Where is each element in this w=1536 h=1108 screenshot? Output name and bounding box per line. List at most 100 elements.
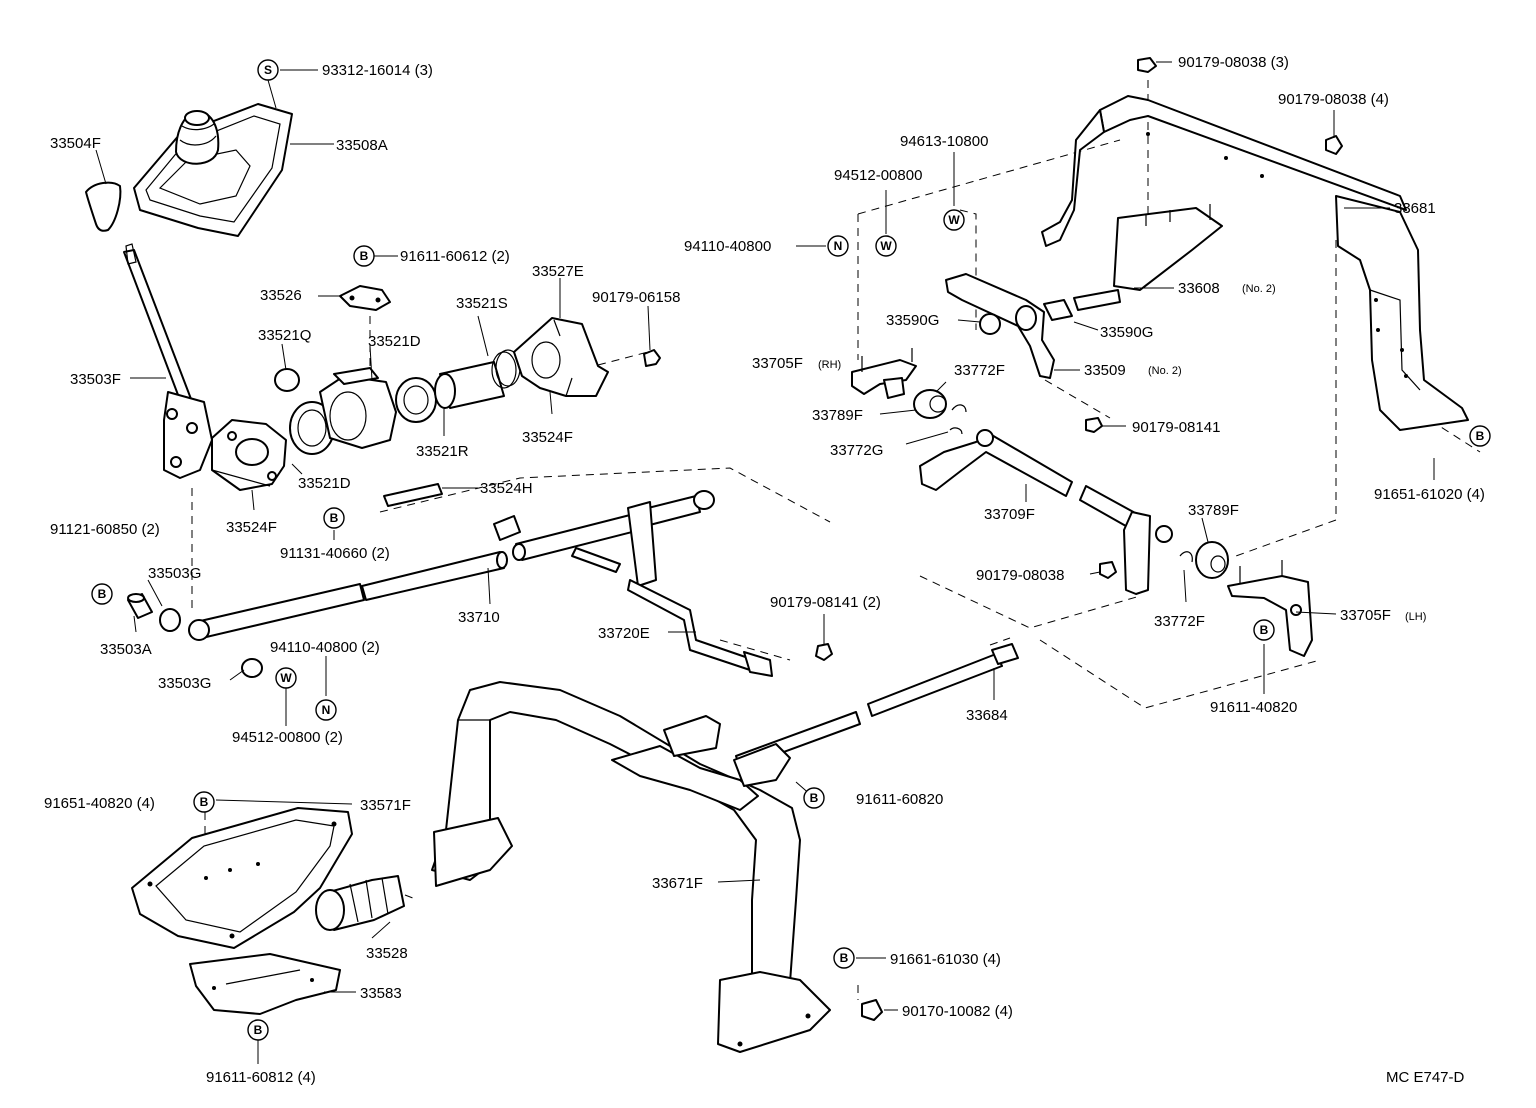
- label-33772G: 33772G: [830, 442, 883, 459]
- svg-text:B: B: [330, 511, 339, 525]
- label-33608-note: (No. 2): [1242, 283, 1276, 295]
- label-33509-note: (No. 2): [1148, 365, 1182, 377]
- shaft-33709F: [919, 429, 1173, 595]
- symbol-b-91611-60812: B: [247, 1019, 269, 1041]
- label-90179-08038: 90179-08038: [976, 567, 1064, 584]
- label-94110-40800: 94110-40800: [684, 238, 771, 255]
- label-33772F-top: 33772F: [954, 362, 1005, 379]
- svg-text:B: B: [200, 795, 209, 809]
- part-labels: 93312-16014 (3) 33508A 33504F 91611-6061…: [44, 54, 1485, 1086]
- symbol-b-91651-40820: B: [193, 791, 215, 813]
- bushing-33503G-bottom: [241, 658, 263, 678]
- label-90170: 90170-10082 (4): [902, 1003, 1013, 1020]
- bushing-33503G-top: [159, 608, 181, 632]
- label-91611-60612: 91611-60612 (2): [400, 248, 510, 265]
- label-33705F-rh-note: (RH): [818, 359, 841, 371]
- label-33509: 33509: [1084, 362, 1126, 379]
- svg-text:B: B: [254, 1023, 263, 1037]
- nut-90179-08038: [1099, 561, 1117, 579]
- label-33720E: 33720E: [598, 625, 650, 642]
- tube-33521R: [434, 361, 505, 409]
- tube-frame-33671F: [431, 681, 831, 1053]
- bracket-33705F-LH: [1227, 560, 1313, 657]
- symbol-b-91651-61020: B: [1469, 425, 1491, 447]
- nut-90179-08141: [1085, 417, 1103, 433]
- collar-33503A: [127, 593, 153, 619]
- label-33526: 33526: [260, 287, 302, 304]
- label-94512-00800: 94512-00800: [834, 167, 922, 184]
- rod-33684: [735, 643, 1019, 769]
- symbol-b-91661: B: [833, 947, 855, 969]
- clip-33772F-bottom: [1179, 551, 1193, 563]
- label-91611-60820: 91611-60820: [856, 791, 943, 808]
- plate-33583: [189, 953, 341, 1015]
- leader-lines: [95, 61, 1435, 1064]
- nut-90179-08038-4: [1325, 135, 1343, 155]
- label-94512-00800-2: 94512-00800 (2): [232, 729, 343, 746]
- symbol-s-screw: S: [257, 59, 279, 81]
- pin-33524H: [383, 483, 443, 507]
- shift-lever-33503F: [123, 243, 213, 479]
- label-33710: 33710: [458, 609, 500, 626]
- label-33671F: 33671F: [652, 875, 703, 892]
- label-33705F-lh: 33705F: [1340, 607, 1391, 624]
- label-33527E: 33527E: [532, 263, 584, 280]
- shift-shaft-housing: [319, 367, 397, 449]
- symbol-b-91121: B: [91, 583, 113, 605]
- lever-33509: [945, 273, 1121, 379]
- label-33521D-top: 33521D: [368, 333, 421, 350]
- svg-text:N: N: [322, 703, 331, 717]
- clip-33772F-top: [951, 404, 967, 413]
- label-33508A: 33508A: [336, 137, 388, 154]
- svg-text:B: B: [98, 587, 107, 601]
- label-33583: 33583: [360, 985, 402, 1002]
- label-91611-60812: 91611-60812 (4): [206, 1069, 316, 1086]
- label-33503G-bottom: 33503G: [158, 675, 211, 692]
- bracket-33705F-RH: [851, 348, 917, 399]
- grommet-33789F-right: [1195, 541, 1229, 579]
- svg-text:B: B: [360, 249, 369, 263]
- svg-text:B: B: [1476, 429, 1485, 443]
- symbol-b-91611-60612: B: [353, 245, 375, 267]
- label-33709F: 33709F: [984, 506, 1035, 523]
- svg-text:W: W: [948, 213, 960, 227]
- label-90179-08038-3: 90179-08038 (3): [1178, 54, 1289, 71]
- label-91661: 91661-61030 (4): [890, 951, 1001, 968]
- label-33772F-bottom: 33772F: [1154, 613, 1205, 630]
- svg-text:B: B: [1260, 623, 1269, 637]
- label-33521R: 33521R: [416, 443, 469, 460]
- label-33524F-left: 33524F: [226, 519, 277, 536]
- label-33524H: 33524H: [480, 480, 533, 497]
- nut-90179-08038-3: [1137, 57, 1157, 73]
- label-91651-61020: 91651-61020 (4): [1374, 486, 1485, 503]
- label-93312: 93312-16014 (3): [322, 62, 433, 79]
- symbol-n-94110: N: [827, 235, 849, 257]
- drawing-code: MC E747-D: [1386, 1069, 1465, 1086]
- grommet-33789F-left: [913, 389, 947, 419]
- label-33590G-right: 33590G: [1100, 324, 1153, 341]
- label-33528: 33528: [366, 945, 408, 962]
- label-91611-40820: 91611-40820: [1210, 699, 1297, 716]
- symbol-b-91611-40820: B: [1253, 619, 1275, 641]
- label-90179-08038-4: 90179-08038 (4): [1278, 91, 1389, 108]
- svg-text:W: W: [280, 671, 292, 685]
- label-33521D-bottom: 33521D: [298, 475, 351, 492]
- nut-90179-08141-2: [815, 643, 833, 661]
- label-33503G-top: 33503G: [148, 565, 201, 582]
- bushing-33590G-left: [979, 313, 1001, 335]
- shift-rod-33710: [188, 551, 508, 641]
- symbol-w-94512: W: [875, 235, 897, 257]
- svg-text:W: W: [880, 239, 892, 253]
- symbol-w-94512-2: W: [275, 667, 297, 689]
- label-90179-08141-2: 90179-08141 (2): [770, 594, 881, 611]
- nut-90170-10082: [861, 999, 883, 1021]
- label-33705F-rh: 33705F: [752, 355, 803, 372]
- label-91131: 91131-40660 (2): [280, 545, 390, 562]
- label-94613: 94613-10800: [900, 133, 988, 150]
- label-33521S: 33521S: [456, 295, 508, 312]
- bushing-33521D-top: [395, 377, 437, 423]
- label-94110-40800-2: 94110-40800 (2): [270, 639, 380, 656]
- label-33503F: 33503F: [70, 371, 121, 388]
- boot-33528: [315, 875, 405, 931]
